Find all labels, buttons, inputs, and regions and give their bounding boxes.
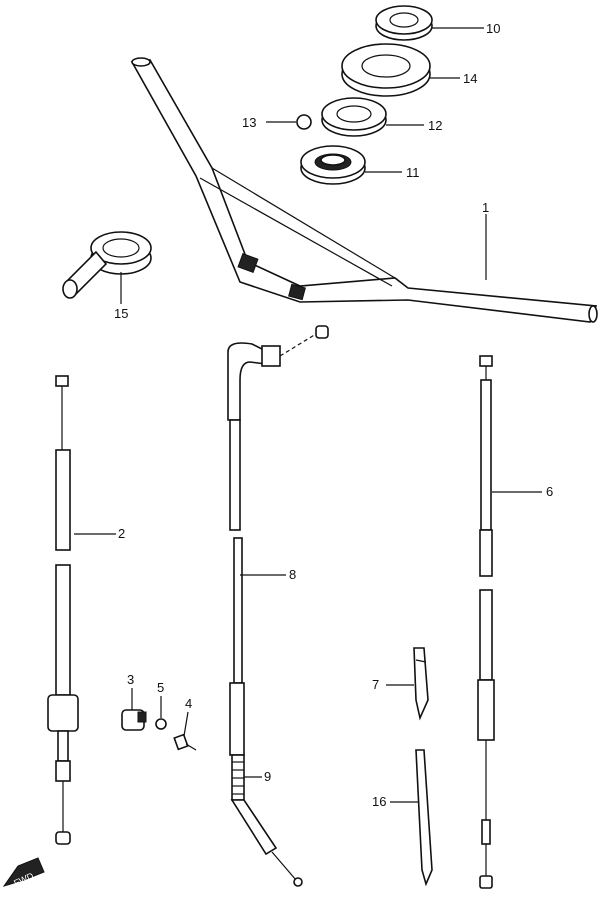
- label-7: 7: [372, 677, 379, 692]
- washer-5: [155, 718, 167, 730]
- label-14: 14: [463, 71, 477, 86]
- switch-15: [62, 231, 152, 299]
- cable-8: [227, 325, 329, 756]
- cable-6: [477, 355, 495, 889]
- part-labels: 10 14 13 12 11 1 15 2 6 8 3 5 4 7 9 16: [114, 21, 553, 809]
- handlebar: [130, 57, 598, 323]
- band-16: [415, 749, 433, 887]
- bolt-4: [173, 733, 197, 751]
- label-13: 13: [242, 115, 256, 130]
- clip-7: [413, 647, 429, 721]
- label-10: 10: [486, 21, 500, 36]
- label-8: 8: [289, 567, 296, 582]
- label-6: 6: [546, 484, 553, 499]
- label-12: 12: [428, 118, 442, 133]
- label-3: 3: [127, 672, 134, 687]
- label-11: 11: [406, 165, 420, 180]
- label-5: 5: [157, 680, 164, 695]
- label-4: 4: [185, 696, 192, 711]
- fwd-arrow: FWD: [2, 857, 45, 888]
- label-16: 16: [372, 794, 386, 809]
- cable-2: [47, 375, 79, 845]
- clamp-3: [121, 709, 147, 731]
- seal-12: [321, 97, 387, 137]
- label-15: 15: [114, 306, 128, 321]
- label-1: 1: [482, 200, 489, 215]
- leader-lines: [74, 27, 542, 803]
- ball-13: [296, 114, 312, 130]
- lock-nut-10: [375, 5, 433, 41]
- bearing-11: [300, 145, 366, 185]
- label-9: 9: [264, 769, 271, 784]
- washer-14: [341, 43, 431, 97]
- label-2: 2: [118, 526, 125, 541]
- cable-end-9: [230, 754, 303, 887]
